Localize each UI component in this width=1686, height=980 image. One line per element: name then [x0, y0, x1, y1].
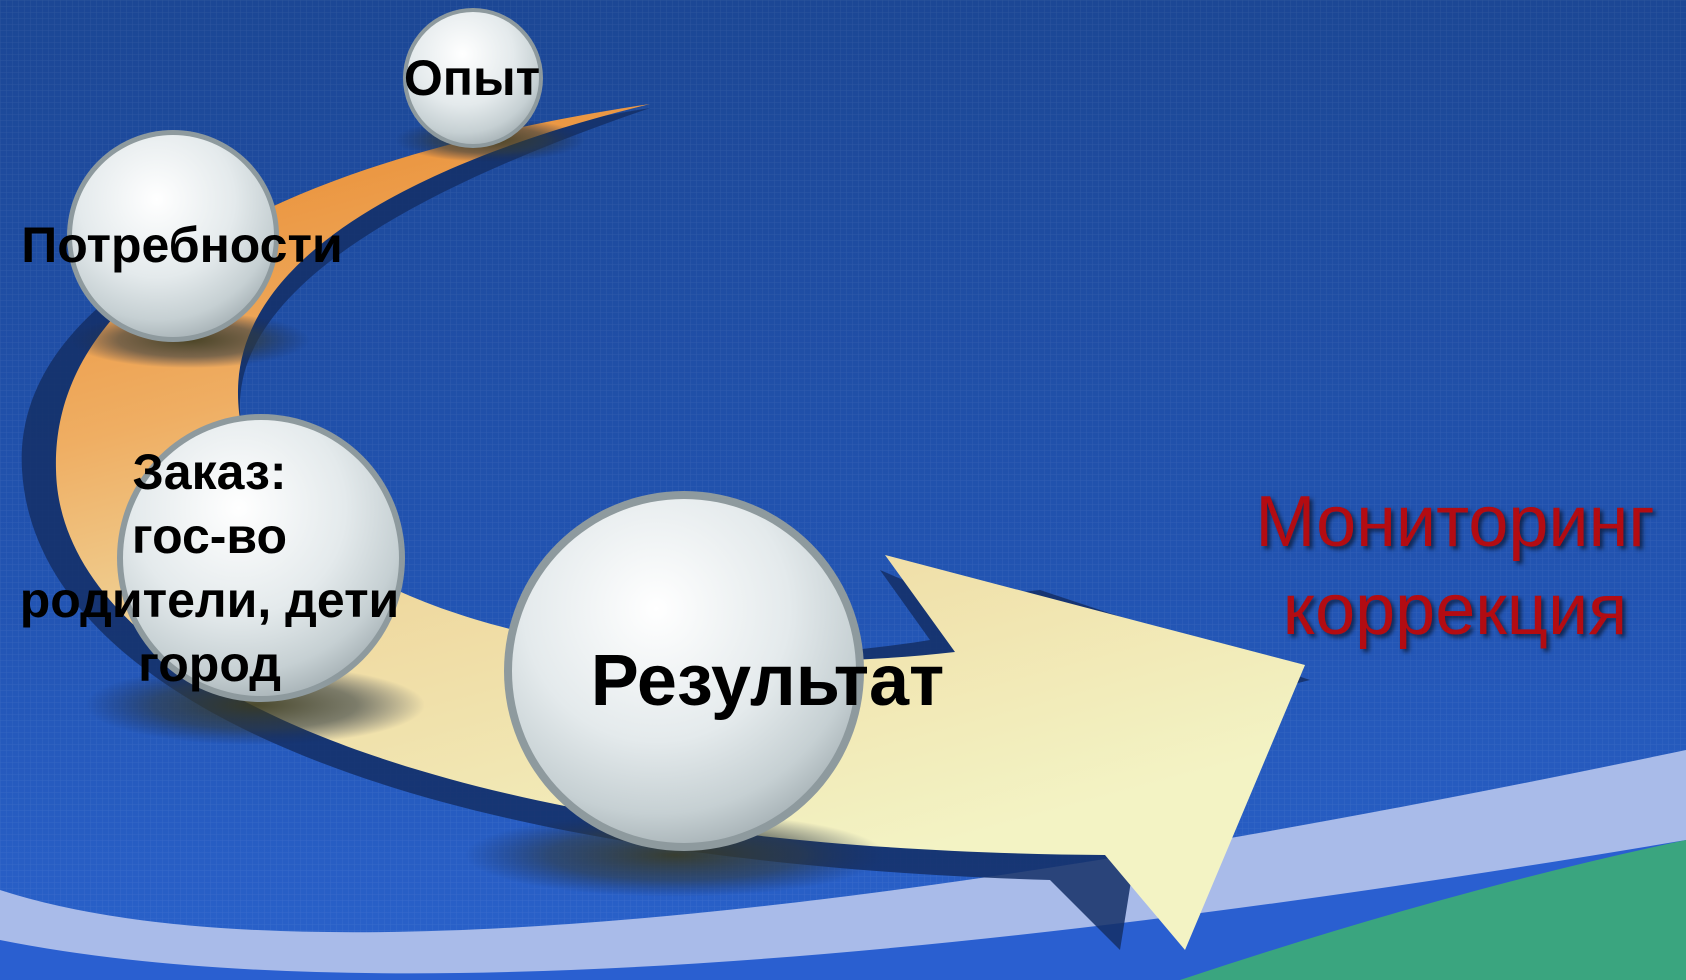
zakaz-label: Заказ: гос-во родители, дети город — [2, 440, 417, 696]
monitoring-line-1: Мониторинг — [1255, 482, 1655, 562]
rezultat-shadow — [465, 813, 885, 897]
rezultat-label: Результат — [590, 641, 945, 721]
potrebnosti-label: Потребности — [21, 217, 343, 273]
monitoring-text: Мониторинг коррекция — [1235, 478, 1675, 654]
curved-arrow — [55, 104, 1306, 950]
sphere-rezultat — [504, 491, 864, 851]
zakaz-line-1: Заказ: — [132, 444, 287, 500]
sphere-zakaz — [117, 414, 405, 702]
bottom-band-green — [1180, 840, 1686, 980]
zakaz-line-3: родители, дети — [19, 572, 400, 628]
zakaz-line-2: гос-во — [131, 508, 288, 564]
sphere-potrebnosti — [67, 130, 279, 342]
opyt-label: Опыт — [403, 50, 541, 106]
monitoring-line-2: коррекция — [1282, 570, 1628, 650]
sphere-opyt — [403, 8, 543, 148]
zakaz-shadow — [85, 665, 425, 745]
zakaz-line-4: город — [138, 636, 281, 692]
bottom-band-blue — [0, 840, 1686, 980]
